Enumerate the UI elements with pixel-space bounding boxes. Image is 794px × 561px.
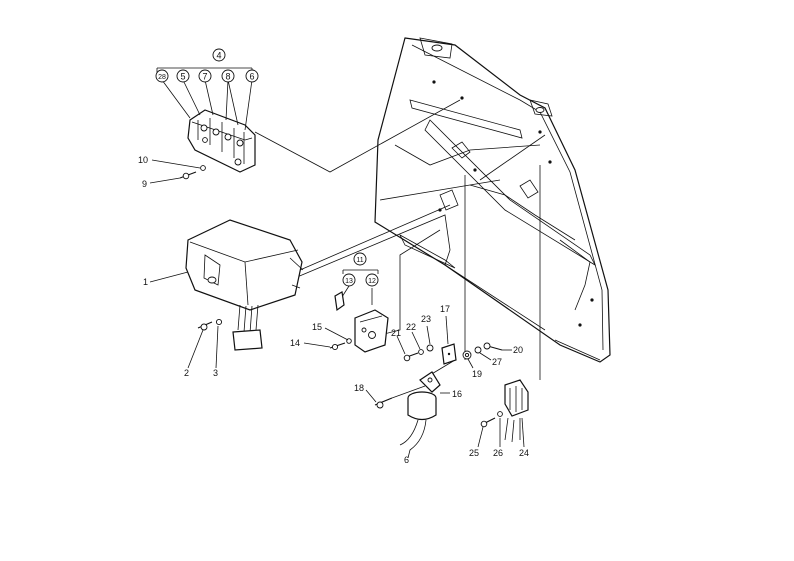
- callout-12: 12: [368, 278, 376, 285]
- callout-5: 5: [180, 72, 185, 82]
- callout-ring: [353, 252, 367, 266]
- callout-ring: [176, 69, 190, 83]
- hardware-cluster: [396, 315, 512, 369]
- callout-17: 17: [440, 304, 450, 314]
- callout-ring: [365, 273, 379, 287]
- callout-ring: [212, 48, 226, 62]
- coil-housing: [149, 219, 304, 369]
- callout-21: 21: [391, 328, 401, 338]
- callout-ring: [198, 69, 212, 83]
- callout-22: 22: [406, 322, 416, 332]
- callout-11: 11: [356, 257, 363, 264]
- callout-4: 4: [216, 51, 221, 61]
- condenser: [365, 371, 450, 459]
- terminal-block-assembly: [149, 67, 256, 184]
- callout-13: 13: [345, 278, 353, 285]
- callout-ring: [221, 69, 235, 83]
- callout-6: 6: [249, 72, 254, 82]
- callout-1: 1: [143, 277, 148, 287]
- callout-18: 18: [354, 383, 364, 393]
- callout-23: 23: [421, 314, 431, 324]
- callout-14: 14: [290, 338, 300, 348]
- callout-8: 8: [225, 72, 230, 82]
- callout-ring: [245, 69, 259, 83]
- callout-16: 16: [452, 389, 462, 399]
- callout-24: 24: [519, 448, 529, 458]
- callout-6-lower: 6: [404, 455, 409, 465]
- callout-7: 7: [202, 72, 207, 82]
- callout-10: 10: [138, 155, 148, 165]
- callout-19: 19: [472, 369, 482, 379]
- callout-2: 2: [184, 368, 189, 378]
- callout-9: 9: [142, 179, 147, 189]
- callout-labels: 4 28 5 7 8 6 11 13 12 10 9 1 2 3 15 14 2…: [138, 48, 529, 465]
- assembly-lines: [254, 99, 546, 380]
- callout-3: 3: [213, 368, 218, 378]
- callout-ring: [342, 273, 356, 287]
- callout-26: 26: [493, 448, 503, 458]
- bracket-assembly: [303, 269, 389, 353]
- callout-20: 20: [513, 345, 523, 355]
- callout-25: 25: [469, 448, 479, 458]
- callout-28: 28: [158, 74, 166, 81]
- terminal-strip: [477, 379, 529, 448]
- callout-27: 27: [492, 357, 502, 367]
- callout-ring: [155, 69, 169, 83]
- callout-15: 15: [312, 322, 322, 332]
- mounting-panel: [374, 37, 611, 363]
